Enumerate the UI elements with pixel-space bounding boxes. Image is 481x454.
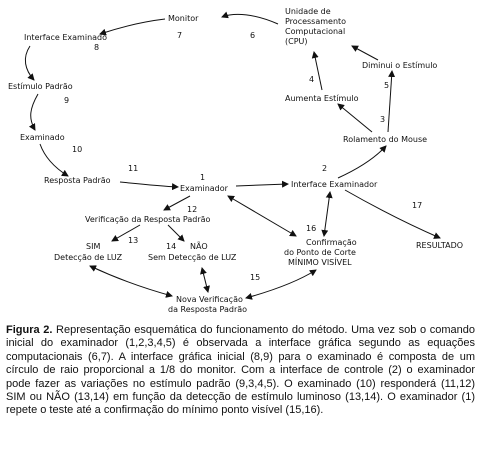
step-number-17: 17 — [412, 201, 422, 210]
node-nova-verificacao-line2: da Resposta Padrão — [168, 305, 247, 314]
node-confirmacao-line3: MÍNIMO VISÍVEL — [288, 256, 352, 267]
step-number-3: 3 — [380, 115, 385, 124]
node-cpu-line2: Processamento — [285, 17, 346, 26]
edge-nova-verificacao-to-confirmacao — [245, 269, 317, 300]
node-diminui-estimulo: Diminui o Estímulo — [362, 61, 437, 70]
step-number-1: 1 — [200, 173, 205, 182]
edge-verificacao-to-nao — [167, 224, 185, 242]
edge-estimulo-to-examinado — [28, 93, 39, 131]
node-interface-examinador: Interface Examinador — [291, 180, 378, 189]
node-resultado: RESULTADO — [416, 241, 463, 250]
step-number-12: 12 — [187, 205, 197, 214]
edge-cpu-to-monitor — [221, 11, 279, 25]
node-cpu-line1: Unidade de — [285, 7, 331, 16]
node-confirmacao-line1: Confirmação — [306, 238, 357, 247]
step-number-9: 9 — [64, 96, 69, 105]
figure-caption: Figura 2. Representação esquemática do f… — [6, 324, 475, 418]
node-nao-line2: Sem Detecção de LUZ — [148, 253, 237, 262]
edge-aumenta-to-cpu — [311, 51, 323, 91]
step-number-15: 15 — [250, 273, 260, 282]
step-number-8: 8 — [94, 43, 99, 52]
edge-nao-to-nova-verificacao — [200, 267, 210, 293]
step-number-14: 14 — [166, 242, 176, 251]
diagram-svg: Monitor Interface Examinado Unidade de P… — [8, 7, 463, 314]
step-number-16: 16 — [306, 224, 316, 233]
node-resposta-padrao: Resposta Padrão — [44, 176, 111, 185]
node-estimulo-padrao: Estímulo Padrão — [8, 82, 73, 91]
node-verificacao: Verificação da Resposta Padrão — [85, 215, 211, 224]
edge-rolamento-to-diminui — [387, 70, 396, 133]
edge-diminui-to-cpu — [351, 45, 379, 61]
edge-resposta-to-examinador — [119, 181, 179, 191]
step-number-13: 13 — [128, 236, 138, 245]
step-number-10: 10 — [72, 145, 82, 154]
node-monitor: Monitor — [168, 14, 199, 23]
node-sim-line1: SIM — [86, 242, 100, 251]
edge-interface-examinador-to-confirmacao — [321, 191, 333, 237]
node-confirmacao-line2: do Ponto de Corte — [284, 248, 356, 257]
edge-examinador-to-interface-examinador — [235, 180, 289, 188]
edge-interface-examinador-to-resultado — [344, 189, 441, 239]
step-number-5: 5 — [384, 81, 389, 90]
caption-label: Figura 2. — [6, 324, 53, 336]
node-nova-verificacao-line1: Nova Verificação — [176, 295, 243, 304]
node-aumenta-estimulo: Aumenta Estímulo — [285, 94, 359, 103]
edge-examinador-to-verificacao — [163, 195, 191, 211]
node-sim-line2: Detecção de LUZ — [54, 253, 123, 262]
node-examinador: Examinador — [180, 184, 229, 193]
step-number-6: 6 — [250, 31, 255, 40]
step-number-11: 11 — [128, 164, 138, 173]
edge-interface-examinador-to-rolamento — [337, 145, 387, 179]
step-number-7: 7 — [177, 31, 182, 40]
caption-text: Representação esquemática do funcionamen… — [6, 324, 476, 417]
edge-examinado-to-resposta — [39, 143, 69, 177]
step-number-4: 4 — [309, 75, 314, 84]
edge-examinador-to-confirmacao — [227, 195, 297, 237]
edge-sim-to-nova-verificacao — [89, 265, 173, 298]
edge-verificacao-to-sim — [111, 224, 141, 242]
edge-interface-to-estimulo — [24, 45, 35, 81]
node-examinado: Examinado — [20, 133, 65, 142]
node-cpu-line4: (CPU) — [285, 37, 308, 46]
edge-rolamento-to-aumenta — [337, 103, 373, 133]
step-number-2: 2 — [322, 164, 327, 173]
node-rolamento-mouse: Rolamento do Mouse — [343, 135, 427, 144]
node-interface-examinado: Interface Examinado — [24, 33, 107, 42]
node-cpu-line3: Computacional — [285, 27, 345, 36]
edge-monitor-to-interface-examinado — [99, 18, 166, 36]
node-nao-line1: NÃO — [190, 241, 208, 251]
